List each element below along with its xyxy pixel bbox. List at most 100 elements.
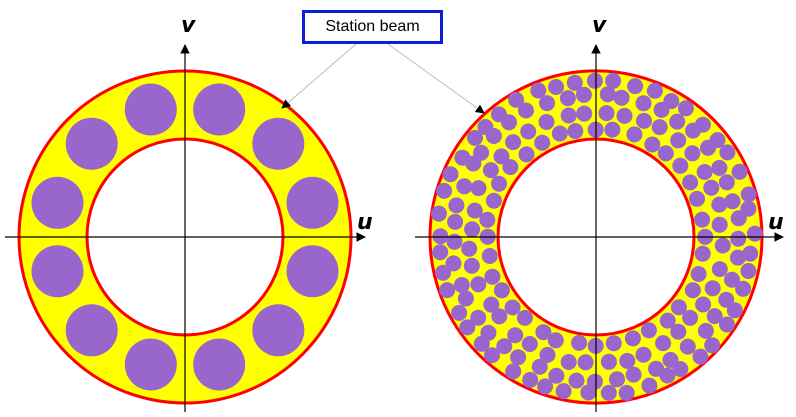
station-beam xyxy=(704,280,721,297)
station-beam xyxy=(690,266,707,282)
station-beam xyxy=(560,107,577,124)
station-beam xyxy=(580,384,597,401)
station-beam xyxy=(684,145,701,162)
station-beam xyxy=(646,82,663,99)
station-beam xyxy=(618,384,635,401)
station-beam xyxy=(694,116,711,133)
station-beam xyxy=(31,176,84,229)
station-beam xyxy=(518,146,535,163)
station-beam xyxy=(640,322,657,339)
station-beam xyxy=(740,200,757,217)
station-beam xyxy=(719,144,736,161)
station-beam xyxy=(442,166,459,183)
station-beam xyxy=(432,244,449,261)
station-beam xyxy=(535,324,552,341)
station-beam xyxy=(502,159,519,176)
leader-line-left xyxy=(281,43,357,109)
station-beam xyxy=(548,79,564,95)
station-beam xyxy=(711,261,728,278)
station-beam xyxy=(439,282,456,299)
station-beam xyxy=(718,174,735,191)
station-beam xyxy=(682,174,699,191)
station-beam xyxy=(659,312,676,329)
station-beam xyxy=(644,136,661,153)
station-beam xyxy=(470,309,487,326)
station-beam xyxy=(493,148,510,165)
station-beam xyxy=(481,248,498,264)
station-beam-callout: Station beam xyxy=(302,10,443,44)
station-beam xyxy=(566,74,583,91)
station-beam xyxy=(530,82,547,99)
station-beam xyxy=(124,83,177,136)
station-beam xyxy=(491,308,508,325)
station-beam xyxy=(655,335,672,352)
station-beam xyxy=(456,178,473,195)
station-beam xyxy=(464,221,481,238)
station-beam xyxy=(619,352,636,369)
station-beam xyxy=(729,249,746,266)
station-beam xyxy=(435,264,451,281)
station-beam xyxy=(604,121,621,138)
station-beam xyxy=(641,377,658,394)
station-beam xyxy=(548,367,565,384)
station-beam xyxy=(684,282,701,299)
station-beam xyxy=(657,145,674,162)
station-beam xyxy=(534,134,551,151)
station-beam xyxy=(484,347,500,364)
right-v-label: v xyxy=(592,13,607,38)
station-beam xyxy=(635,95,652,112)
station-beam xyxy=(670,132,687,149)
station-beam xyxy=(568,372,585,389)
station-beam xyxy=(507,327,524,344)
station-beam xyxy=(726,302,743,319)
station-beam xyxy=(711,159,728,176)
station-beam xyxy=(65,304,118,357)
station-beam xyxy=(286,245,339,298)
station-beam xyxy=(473,335,490,352)
station-beam xyxy=(516,309,533,326)
station-beam xyxy=(510,349,527,366)
station-beam xyxy=(599,86,616,103)
left-v-label: v xyxy=(181,13,196,38)
station-beam xyxy=(672,361,689,377)
station-beam xyxy=(719,316,735,333)
station-beam xyxy=(663,93,680,110)
station-beam xyxy=(193,83,246,136)
station-beam xyxy=(490,106,507,123)
station-beam xyxy=(252,304,305,357)
station-beam xyxy=(613,89,630,106)
station-beam xyxy=(124,338,177,391)
station-beam xyxy=(482,162,499,179)
station-beam xyxy=(496,338,513,355)
station-beam xyxy=(522,371,539,388)
station-beam xyxy=(694,211,711,228)
station-beam xyxy=(466,202,483,219)
station-beam xyxy=(724,193,741,210)
station-beam xyxy=(463,257,480,274)
station-beam xyxy=(446,233,463,250)
station-beam xyxy=(575,86,592,103)
station-beam xyxy=(659,367,676,384)
station-beam xyxy=(65,117,118,170)
station-beam xyxy=(432,228,449,245)
station-beam xyxy=(193,338,246,391)
station-beam xyxy=(559,90,576,107)
station-beam xyxy=(600,353,617,370)
station-beam xyxy=(483,296,500,313)
station-beam xyxy=(493,282,510,299)
station-beam xyxy=(477,119,494,135)
station-beam xyxy=(740,263,757,279)
station-beam xyxy=(636,112,652,129)
station-beam xyxy=(694,245,711,262)
station-beam xyxy=(518,102,534,119)
station-beam xyxy=(706,308,723,325)
right-u-label: u xyxy=(768,210,784,235)
station-beam xyxy=(605,335,622,352)
station-beam xyxy=(538,114,555,130)
station-beam xyxy=(473,144,490,161)
station-beam xyxy=(451,304,468,321)
station-beam xyxy=(704,337,721,354)
station-beam xyxy=(670,299,687,316)
station-beam xyxy=(627,78,644,95)
